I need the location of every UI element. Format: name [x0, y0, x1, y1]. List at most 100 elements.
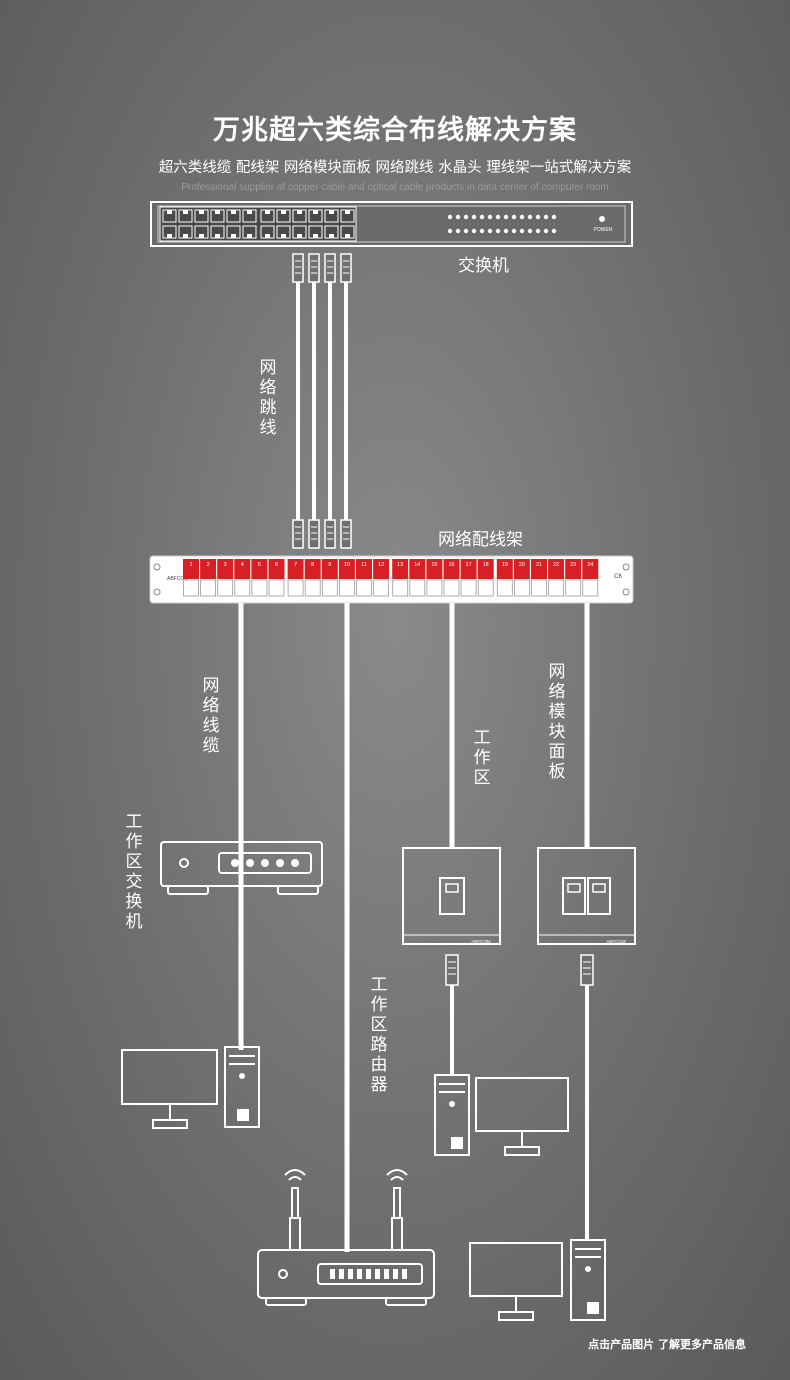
switch-port-clip	[297, 234, 302, 238]
panel-port-red	[409, 559, 426, 579]
rj45-plug-icon	[324, 519, 336, 549]
power-label: POWER	[594, 227, 613, 233]
switch-led-icon	[551, 214, 557, 220]
faceplate-single[interactable]: ABFCOM	[402, 847, 501, 945]
rj45-plug-icon	[324, 253, 336, 283]
switch-port-clip	[297, 210, 302, 214]
rj45-plug-icon	[308, 519, 320, 549]
switch-led-icon	[527, 228, 533, 234]
switch-port-clip	[247, 210, 252, 214]
panel-port-number: 19	[502, 562, 508, 568]
switch-led-icon	[495, 214, 501, 220]
panel-port-number: 20	[519, 562, 525, 568]
switch-port-clip	[183, 234, 188, 238]
switch-port-clip	[231, 234, 236, 238]
panel-port-number: 21	[536, 562, 542, 568]
panel-port-red	[268, 559, 285, 579]
work-router-label: 工作区路由器	[370, 975, 388, 1095]
switch-led-icon	[479, 228, 485, 234]
panel-port-red	[217, 559, 234, 579]
panel-port-number: 4	[241, 562, 244, 568]
panel-port-red	[496, 559, 513, 579]
panel-port-red	[321, 559, 338, 579]
footer-link[interactable]: 点击产品图片 了解更多产品信息	[588, 1338, 746, 1351]
panel-port-number: 23	[570, 562, 576, 568]
panel-port-number: 5	[258, 562, 261, 568]
switch-led-icon	[503, 228, 509, 234]
panel-port-number: 11	[361, 562, 367, 568]
panel-port-jack	[582, 579, 599, 597]
switch-port-clip	[199, 210, 204, 214]
panel-port-number: 14	[414, 562, 420, 568]
panel-port-jack	[321, 579, 338, 597]
panel-port-number: 8	[311, 562, 314, 568]
panel-port-number: 3	[224, 562, 227, 568]
switch-label: 交换机	[458, 256, 509, 276]
panel-port-red	[234, 559, 251, 579]
panel-port-red	[287, 559, 304, 579]
switch-led-icon	[495, 228, 501, 234]
panel-port-number: 6	[275, 562, 278, 568]
switch-port-clip	[183, 210, 188, 214]
switch-led-icon	[543, 228, 549, 234]
panel-port-jack	[251, 579, 268, 597]
switch-port-clip	[265, 234, 270, 238]
switch-port-clip	[215, 210, 220, 214]
patch-panel-category: C6	[614, 574, 622, 580]
work-switch-label: 工作区交换机	[125, 812, 143, 932]
network-cable-label: 网络线缆	[202, 676, 220, 756]
panel-port-number: 7	[294, 562, 297, 568]
panel-port-jack	[565, 579, 582, 597]
panel-port-jack	[268, 579, 285, 597]
panel-port-red	[582, 559, 599, 579]
core-switch[interactable]: POWER	[150, 201, 633, 247]
work-area-router[interactable]	[257, 1169, 435, 1306]
switch-led-icon	[479, 214, 485, 220]
panel-port-jack	[373, 579, 390, 597]
rj45-plug-icon	[340, 519, 352, 549]
desktop-computer-left[interactable]	[121, 1046, 260, 1129]
switch-port-clip	[345, 234, 350, 238]
panel-port-jack	[477, 579, 494, 597]
desktop-computer-middle[interactable]	[434, 1074, 569, 1156]
desktop-computer-right[interactable]	[469, 1239, 606, 1321]
switch-led-icon	[447, 214, 453, 220]
faceplate-double[interactable]: ABFCOM	[537, 847, 636, 945]
faceplate-brand-2: ABFCOM	[606, 939, 626, 944]
panel-port-jack	[356, 579, 372, 597]
panel-port-number: 1	[189, 562, 192, 568]
switch-port-clip	[281, 210, 286, 214]
panel-port-red	[531, 559, 547, 579]
switch-port-clip	[281, 234, 286, 238]
switch-port-block	[159, 206, 357, 242]
panel-port-number: 12	[378, 562, 384, 568]
patch-cords	[292, 253, 352, 549]
switch-port-clip	[215, 234, 220, 238]
switch-port-clip	[345, 210, 350, 214]
panel-port-jack	[548, 579, 564, 597]
page-subtitle: 超六类线缆 配线架 网络模块面板 网络跳线 水晶头 理线架一站式解决方案	[158, 160, 632, 176]
panel-port-jack	[183, 579, 199, 597]
panel-port-jack	[460, 579, 477, 597]
rj45-plug-icon	[340, 253, 352, 283]
switch-led-icon	[535, 214, 541, 220]
panel-port-jack	[234, 579, 251, 597]
switch-led-icon	[535, 228, 541, 234]
switch-led-icon	[455, 214, 461, 220]
panel-port-jack	[287, 579, 304, 597]
english-tagline: Professional supplier of copper cable an…	[181, 182, 609, 193]
switch-led-icon	[543, 214, 549, 220]
panel-port-number: 17	[466, 562, 472, 568]
panel-port-number: 16	[448, 562, 454, 568]
panel-port-red	[356, 559, 372, 579]
work-area-switch[interactable]	[160, 841, 323, 895]
switch-port-clip	[313, 234, 318, 238]
switch-led-icon	[551, 228, 557, 234]
switch-led-icon	[519, 228, 525, 234]
panel-port-red	[443, 559, 460, 579]
panel-port-jack	[426, 579, 443, 597]
panel-port-red	[548, 559, 565, 579]
switch-port-clip	[167, 210, 172, 214]
